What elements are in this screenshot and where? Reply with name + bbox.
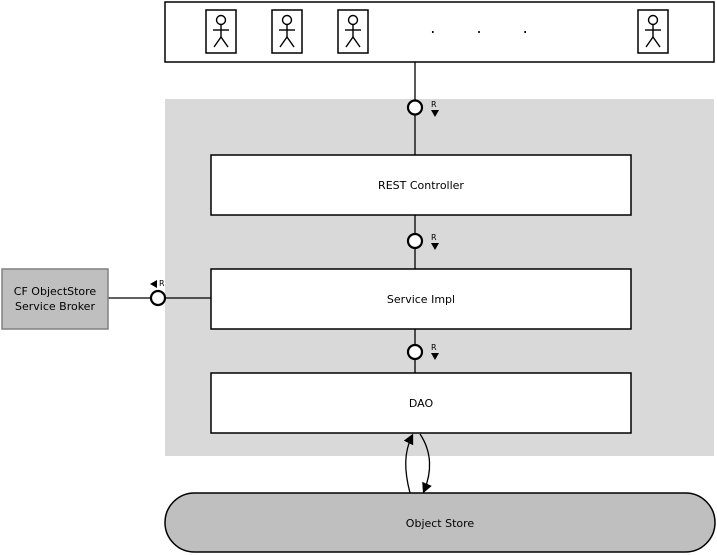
actor-icon bbox=[637, 9, 669, 54]
actor-icon bbox=[337, 9, 369, 54]
interface-lollipop bbox=[406, 99, 424, 116]
rest-controller-box bbox=[210, 154, 632, 216]
interface-lollipop bbox=[149, 289, 167, 307]
direction-arrow-down bbox=[431, 353, 439, 360]
required-label: R bbox=[159, 279, 165, 288]
actors-bar bbox=[164, 1, 715, 63]
actor-icon bbox=[271, 9, 303, 54]
read-write-arrow-down bbox=[419, 433, 432, 494]
direction-arrow-down bbox=[431, 243, 439, 250]
object-store-label: Object Store bbox=[406, 517, 475, 530]
actors-ellipsis: . . . bbox=[430, 18, 545, 37]
interface-lollipop bbox=[406, 232, 424, 250]
read-write-arrow-up bbox=[403, 433, 414, 494]
dao-label: DAO bbox=[409, 397, 434, 410]
actor-icon bbox=[205, 9, 237, 54]
required-label: R bbox=[431, 233, 437, 242]
dao-box bbox=[210, 372, 632, 434]
direction-arrow-down bbox=[431, 110, 439, 117]
direction-arrow-left bbox=[150, 280, 157, 288]
service-broker-label-line1: CF ObjectStore bbox=[14, 285, 97, 298]
interface-lollipop bbox=[406, 343, 424, 361]
service-impl-label: Service Impl bbox=[387, 293, 455, 306]
service-impl-box bbox=[210, 268, 632, 330]
service-broker-label-line2: Service Broker bbox=[15, 300, 95, 313]
service-broker-box bbox=[1, 268, 109, 330]
required-label: R bbox=[431, 100, 437, 109]
object-store-shape bbox=[164, 492, 716, 553]
required-label: R bbox=[431, 343, 437, 352]
rest-controller-label: REST Controller bbox=[378, 179, 464, 192]
